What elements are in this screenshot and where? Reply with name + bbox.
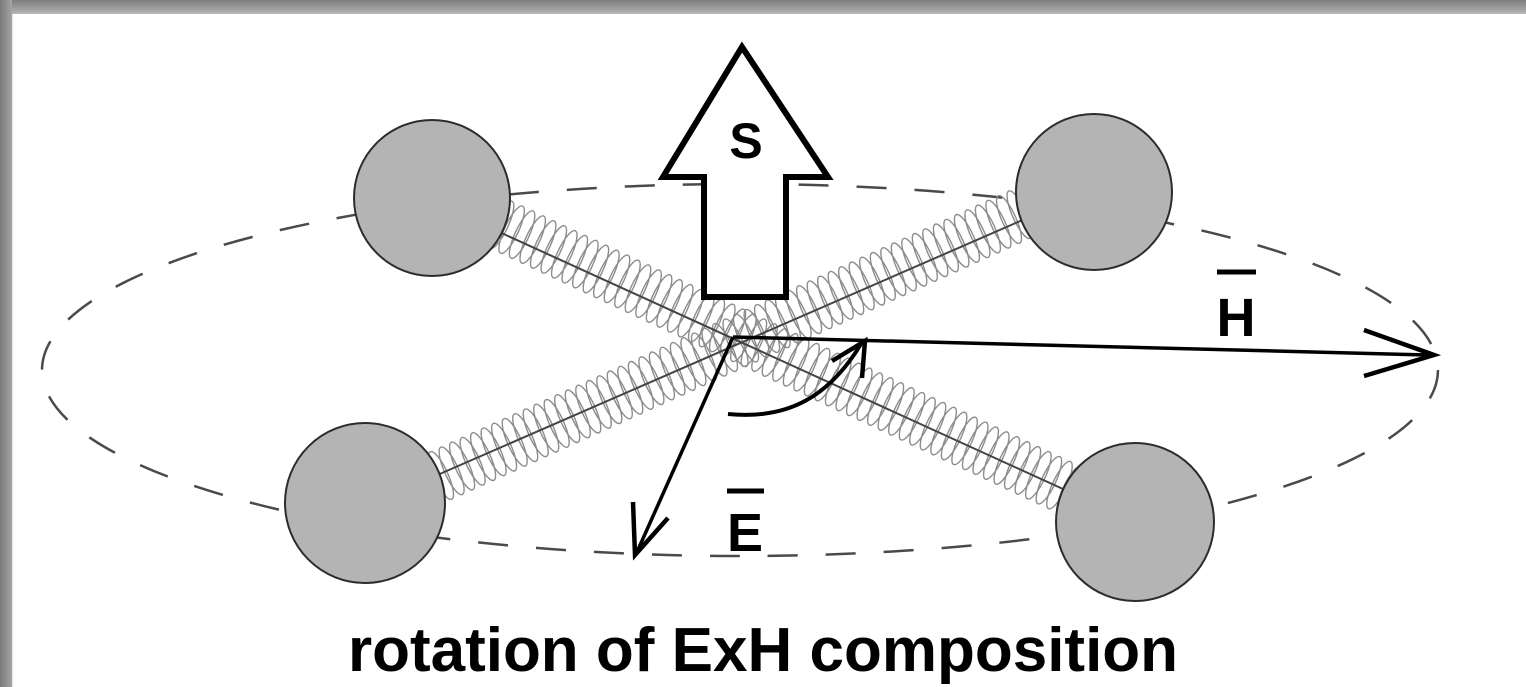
spring-coil-b — [469, 432, 497, 482]
spring-coil-a — [656, 278, 683, 328]
spring-coil-a — [1014, 445, 1042, 495]
spring-coil-a — [993, 436, 1021, 485]
spring-coil-a — [519, 215, 547, 265]
e-vector-arrowhead — [630, 501, 670, 561]
spring-coil-b — [448, 441, 476, 491]
spring-coil-a — [572, 239, 599, 289]
sphere-bottom-right — [1055, 442, 1215, 602]
h-vector-arrowhead — [1363, 327, 1442, 379]
spring-coil-b — [659, 346, 686, 396]
sphere-top-right — [1015, 113, 1173, 271]
spring-coil-b — [795, 285, 823, 335]
spring-coil-a — [909, 396, 936, 446]
spring-coil-a — [1025, 450, 1052, 500]
spring-coil-a — [961, 421, 989, 471]
spring-coil-a — [972, 426, 1000, 476]
spring-coil-b — [901, 237, 928, 287]
spring-coil-b — [669, 341, 697, 392]
spring-coil-a — [888, 386, 915, 436]
spring-coil-a — [919, 401, 947, 451]
caption: rotation of ExH composition — [347, 616, 1179, 685]
left-frame-bar — [0, 0, 12, 687]
e-vector — [635, 336, 735, 553]
spring-coil-b — [459, 436, 486, 486]
spring-coil-b — [985, 199, 1012, 249]
spring-coil-b — [964, 209, 991, 259]
spring-coil-a — [593, 249, 620, 299]
spring-coil-b — [943, 218, 970, 268]
spring-coil-a — [614, 259, 641, 309]
spring-coil-a — [603, 254, 631, 304]
orbit-ellipse — [40, 182, 1440, 558]
spring-coil-a — [803, 347, 831, 397]
spring-group — [406, 185, 1084, 515]
spring-coil-a — [708, 303, 736, 353]
spring-coil-a — [940, 411, 968, 461]
spring-coil-b — [764, 299, 791, 349]
spring-coil-a — [1003, 440, 1031, 490]
spring-coil-a — [772, 332, 799, 382]
spring-coil-a — [645, 274, 673, 323]
h-vector — [732, 335, 1429, 357]
spring-coil-a — [845, 367, 873, 417]
sphere-top-left — [353, 119, 511, 277]
spring-coil-a — [856, 372, 884, 422]
spring-coil-a — [898, 391, 926, 441]
spring-coil-b — [438, 446, 465, 496]
spring-coil-a — [666, 283, 694, 333]
spring-coil-a — [982, 431, 1010, 481]
spring-coil-b — [953, 213, 981, 263]
spring-coil-b — [911, 232, 938, 282]
spring-coil-a — [582, 244, 610, 294]
spring-coil-b — [995, 194, 1023, 245]
spring-coil-b — [806, 280, 833, 330]
spring-coil-b — [838, 266, 865, 316]
spring-coil-b — [880, 247, 907, 297]
spring-coil-b — [817, 275, 844, 325]
poynting-label: S — [729, 113, 762, 169]
spring-coil-a — [529, 220, 557, 269]
spring-coil-b — [859, 256, 886, 306]
spring-coil-b — [848, 261, 875, 311]
spring-coil-a — [867, 377, 894, 427]
spring-coil-b — [932, 223, 960, 273]
rotation-arrow — [727, 342, 863, 417]
spring-coil-b — [701, 327, 728, 377]
spring-coil-b — [869, 251, 896, 301]
rod-a — [439, 204, 1121, 516]
sphere-bottom-left — [284, 422, 446, 584]
rotation-arrowhead — [830, 336, 868, 379]
spring-coil-b — [680, 337, 707, 387]
spring-coil-b — [753, 303, 781, 354]
spring-coil-a — [540, 224, 568, 274]
spring-coil-a — [635, 269, 662, 319]
spring-coil-a — [624, 264, 652, 314]
spring-coil-b — [480, 427, 507, 477]
spring-coil-a — [835, 362, 863, 412]
poynting-arrow — [657, 41, 834, 300]
top-frame-bar — [0, 0, 1526, 14]
spring-coil-a — [508, 210, 536, 260]
spring-coil-b — [890, 242, 917, 292]
spring-coil-a — [1035, 455, 1063, 505]
electric-label: E — [727, 503, 763, 563]
spring-coil-a — [877, 382, 905, 431]
spring-coil-b — [922, 228, 949, 278]
spring-coil-b — [827, 270, 854, 320]
spring-coil-b — [974, 204, 1002, 254]
spring-coil-a — [751, 323, 778, 373]
spring-coil-a — [561, 234, 589, 284]
spring-coil-a — [930, 406, 957, 456]
spring-coil-a — [951, 416, 978, 466]
spring-coil-a — [550, 229, 578, 279]
spring-coil-a — [793, 342, 820, 392]
spring-coil-b — [648, 351, 676, 401]
magnetic-label: H — [1217, 288, 1256, 348]
